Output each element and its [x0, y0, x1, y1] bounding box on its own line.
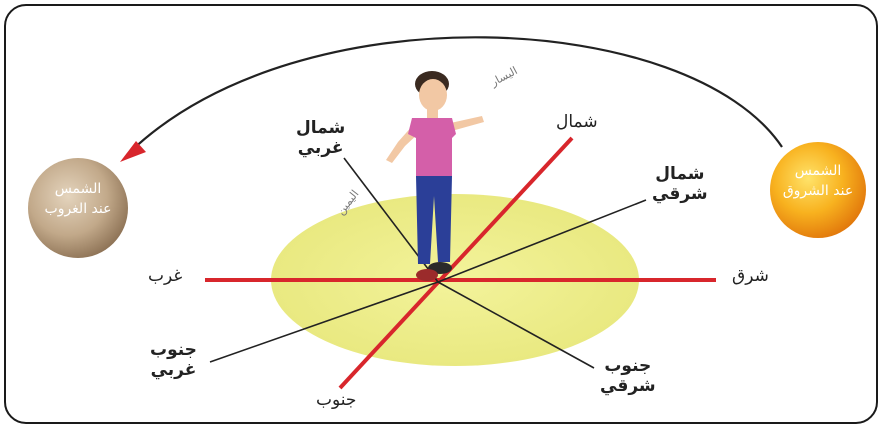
northwest-label-line2: غربي [297, 138, 344, 159]
northwest-label-line1: شمال [296, 118, 346, 138]
southwest-label-line2: غربي [150, 360, 197, 381]
sunrise-sun [770, 142, 866, 238]
southeast-label-line2: شرقي [600, 376, 656, 397]
west-label: غرب [148, 266, 183, 286]
north-label: شمال [556, 112, 598, 132]
northeast-line [437, 199, 647, 283]
boy-figure [386, 71, 484, 281]
southwest-label-line1: جنوب [150, 340, 197, 360]
northwest-label: شمال غربي [296, 118, 345, 159]
sunset-label: الشمس عند الغروب [28, 179, 128, 220]
sunrise-label-line2: عند الشروق [782, 183, 854, 200]
northeast-label-line1: شمال [655, 164, 705, 184]
northeast-label-line2: شرقي [652, 184, 708, 205]
east-label: شرق [732, 266, 769, 286]
northeast-label: شمال شرقي [652, 164, 708, 205]
sunrise-label: الشمس عند الشروق [770, 161, 866, 202]
sun-path-arrowhead [120, 141, 146, 162]
sunset-label-line1: الشمس [54, 181, 102, 197]
sunset-sun [28, 158, 128, 258]
sunset-label-line2: عند الغروب [44, 201, 112, 218]
southeast-line [437, 281, 595, 369]
southwest-line [209, 281, 439, 363]
south-label: جنوب [316, 390, 357, 410]
southeast-label: جنوب شرقي [600, 356, 656, 397]
sun-path-arc [129, 36, 783, 153]
southeast-label-line1: جنوب [604, 356, 652, 376]
north-south-axis [338, 136, 574, 390]
southwest-label: جنوب غربي [150, 340, 197, 381]
sunrise-label-line1: الشمس [794, 163, 842, 179]
